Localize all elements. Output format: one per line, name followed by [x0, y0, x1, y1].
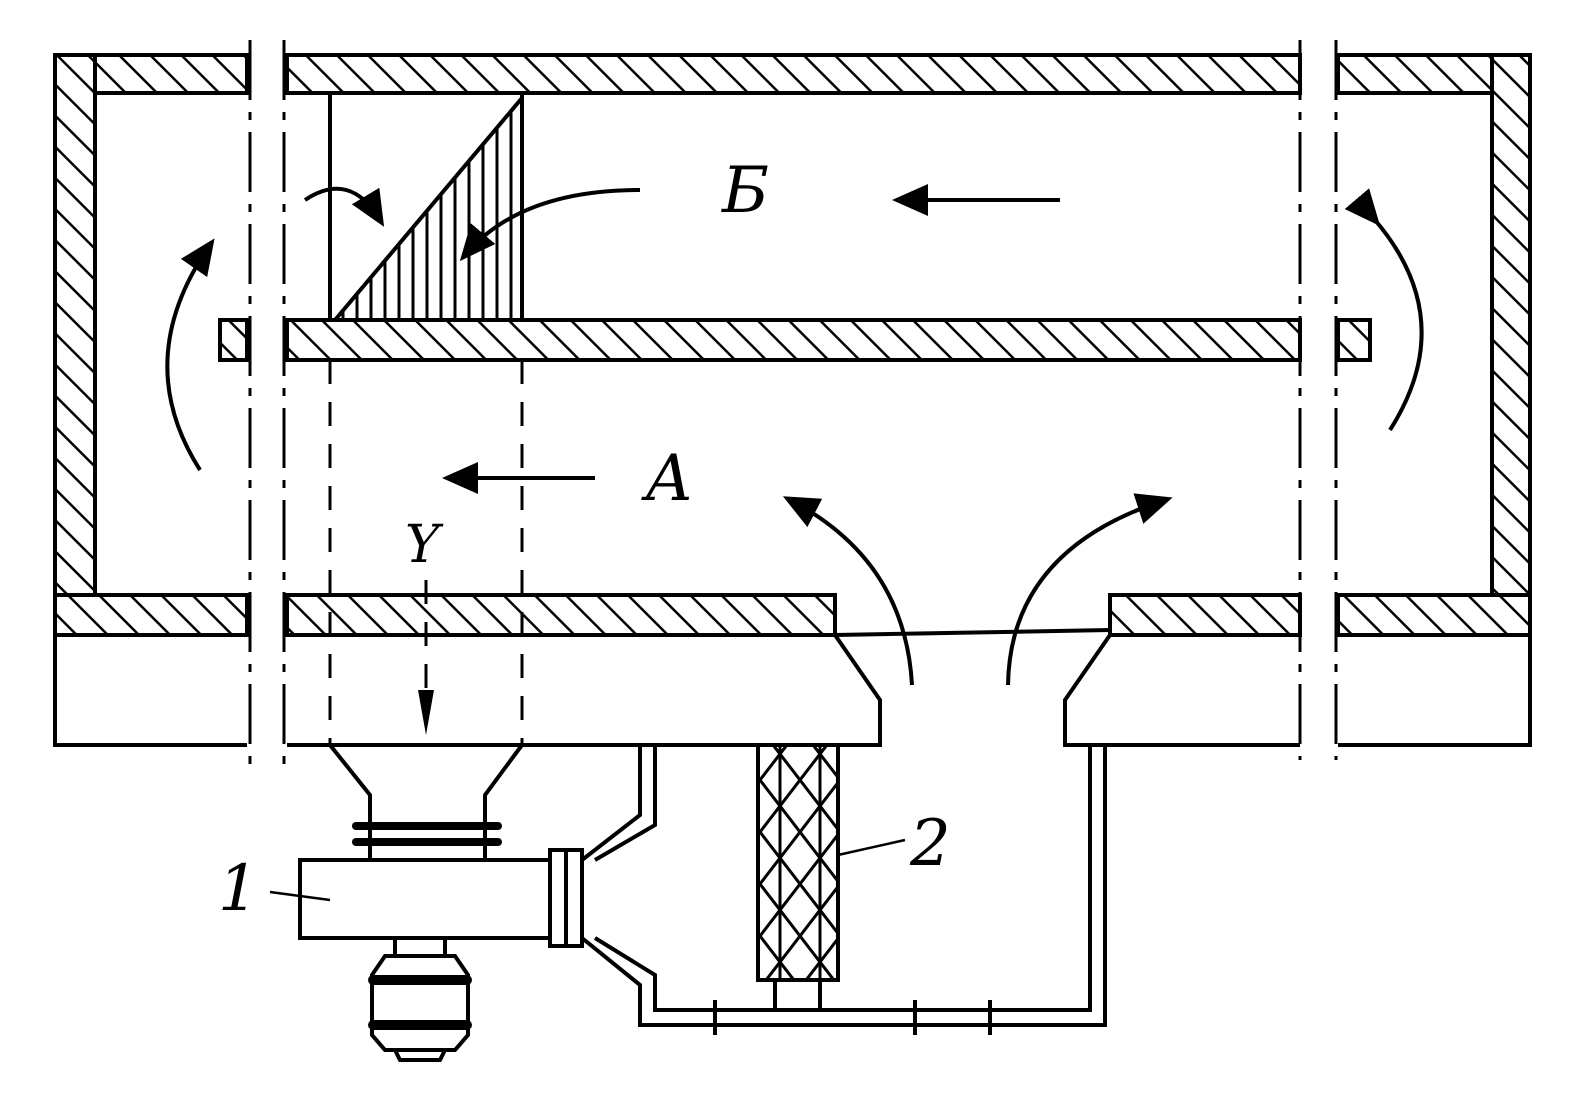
heater-element: [756, 743, 906, 1010]
break-lines: [248, 40, 1338, 775]
flow-arrows: [165, 184, 1424, 686]
middle-partition: [218, 318, 1372, 362]
deflector: [328, 92, 524, 322]
label-outlet: Y: [405, 515, 444, 575]
outlet-duct: [328, 360, 524, 745]
label-zone-b: Б: [721, 154, 769, 228]
return-duct: [580, 745, 1107, 1035]
outer-wall: [53, 53, 1532, 637]
base-housing: [53, 628, 1532, 747]
label-heater: 2: [909, 807, 951, 881]
label-zone-a: А: [641, 442, 693, 516]
label-fan: 1: [218, 852, 259, 926]
fan-unit: [269, 743, 584, 1062]
